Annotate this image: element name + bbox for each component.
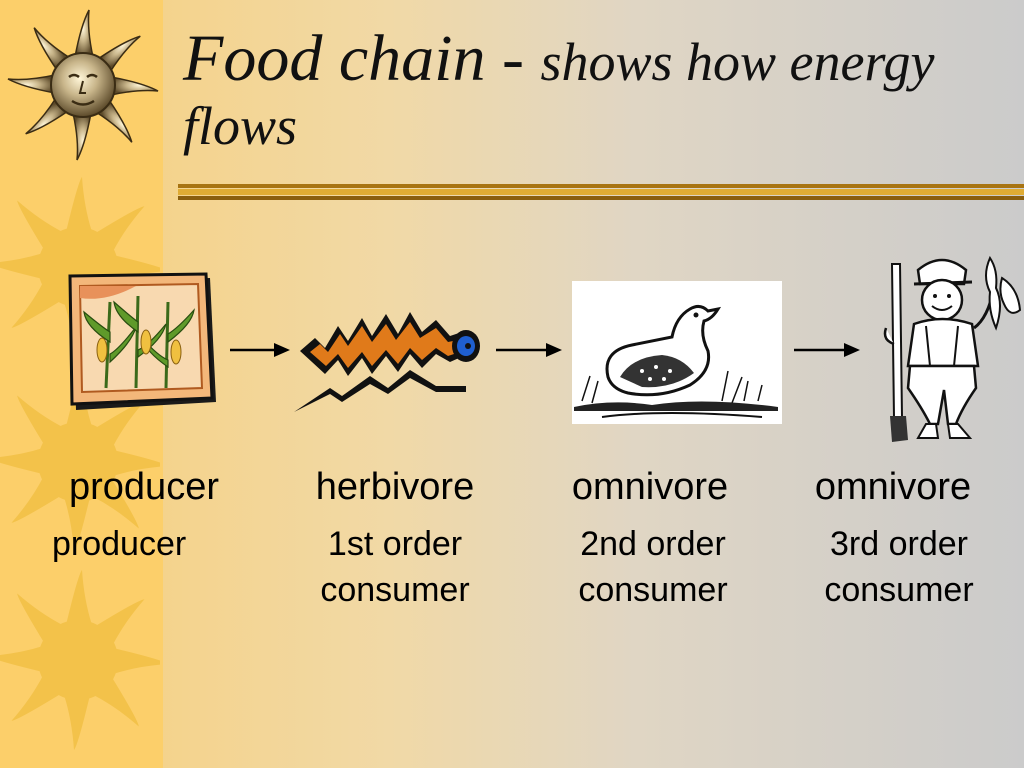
duck-icon — [572, 281, 782, 424]
sun-icon — [0, 570, 160, 750]
corn-plant-icon — [68, 272, 216, 410]
title-main: Food chain - — [183, 22, 541, 95]
role-label-herbivore: herbivore — [315, 466, 475, 508]
order-line-2: consumer — [824, 571, 974, 609]
slide-title: Food chain - shows how energy flows — [183, 22, 1003, 156]
sun-medallion-icon — [7, 9, 159, 161]
order-line-1: 1st order — [327, 525, 463, 563]
role-label-omnivore: omnivore — [814, 466, 972, 508]
role-label-omnivore: omnivore — [571, 466, 729, 508]
order-line-1: 3rd order — [830, 525, 968, 563]
arrow-right-icon — [230, 343, 290, 357]
order-label-second: 2nd order consumer — [548, 521, 758, 613]
caterpillar-icon — [294, 312, 480, 412]
order-label-third: 3rd order consumer — [796, 521, 1002, 613]
arrow-right-icon — [496, 343, 562, 357]
arrow-right-icon — [794, 343, 860, 357]
role-label-producer: producer — [69, 466, 219, 508]
order-line-1: 2nd order — [580, 525, 726, 563]
order-label-first: 1st order consumer — [290, 521, 500, 613]
order-label-producer: producer — [44, 521, 228, 567]
order-line-1: producer — [52, 525, 187, 563]
hunter-icon — [883, 255, 1022, 442]
order-line-2: consumer — [320, 571, 470, 609]
order-line-2: consumer — [578, 571, 728, 609]
title-sub: shows how energy flows — [183, 32, 935, 156]
title-divider — [178, 184, 1024, 200]
